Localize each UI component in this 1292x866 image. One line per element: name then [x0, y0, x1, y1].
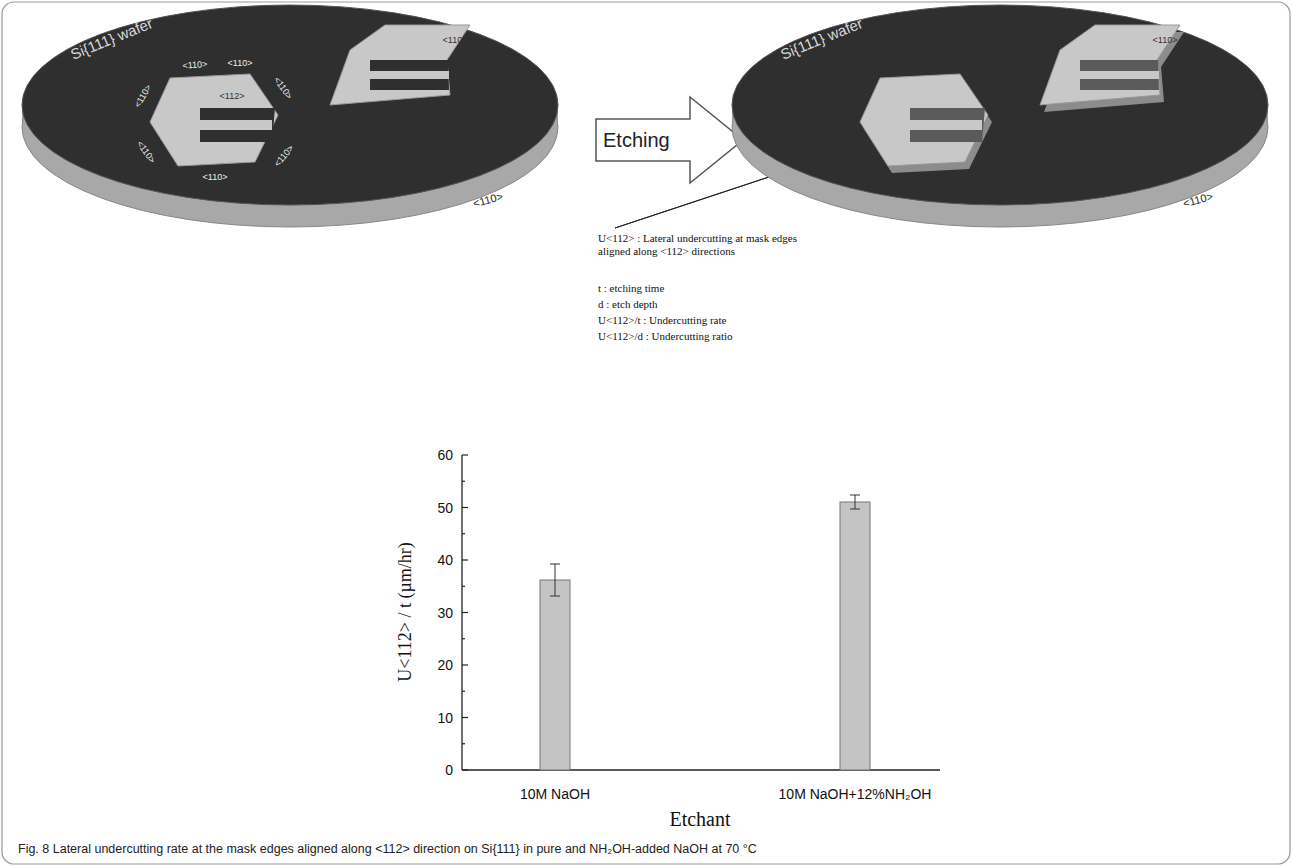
- error-bars: [550, 495, 860, 596]
- tick-label: 20: [437, 657, 453, 673]
- process-arrow: Etching: [595, 95, 745, 185]
- axis-title: U<112> / t (µm/hr): [395, 542, 416, 682]
- process-label: Etching: [603, 129, 670, 152]
- tick-label: 60: [437, 447, 453, 463]
- direction-label: <110>: [228, 58, 253, 68]
- bar-chart: [462, 455, 940, 770]
- direction-label: <110>: [203, 172, 228, 182]
- tick-label: 10: [437, 709, 453, 725]
- annotation-note: U<112>/t : Undercutting rate: [598, 314, 726, 327]
- direction-label: <110>: [1153, 35, 1178, 45]
- category-label: 10M NaOH: [520, 786, 590, 802]
- tick-label: 30: [437, 604, 453, 620]
- annotation-note: U<112>/d : Undercutting ratio: [598, 330, 733, 343]
- tick-label: 0: [445, 762, 453, 778]
- category-label: 10M NaOH+12%NH₂OH: [779, 786, 932, 802]
- figure-caption: Fig. 8 Lateral undercutting rate at the …: [18, 842, 757, 856]
- direction-label: <110>: [443, 35, 468, 45]
- bar: [540, 580, 570, 770]
- tick-label: 50: [437, 499, 453, 515]
- annotation-note: d : etch depth: [598, 298, 658, 311]
- axis-title: Etchant: [669, 808, 730, 831]
- bar: [840, 502, 870, 770]
- annotation-note: U<112> : Lateral undercutting at mask ed…: [598, 232, 813, 257]
- annotation-note: t : etching time: [598, 282, 664, 295]
- direction-label: <112>: [220, 91, 245, 101]
- tick-label: 40: [437, 552, 453, 568]
- direction-label: <110>: [182, 59, 208, 71]
